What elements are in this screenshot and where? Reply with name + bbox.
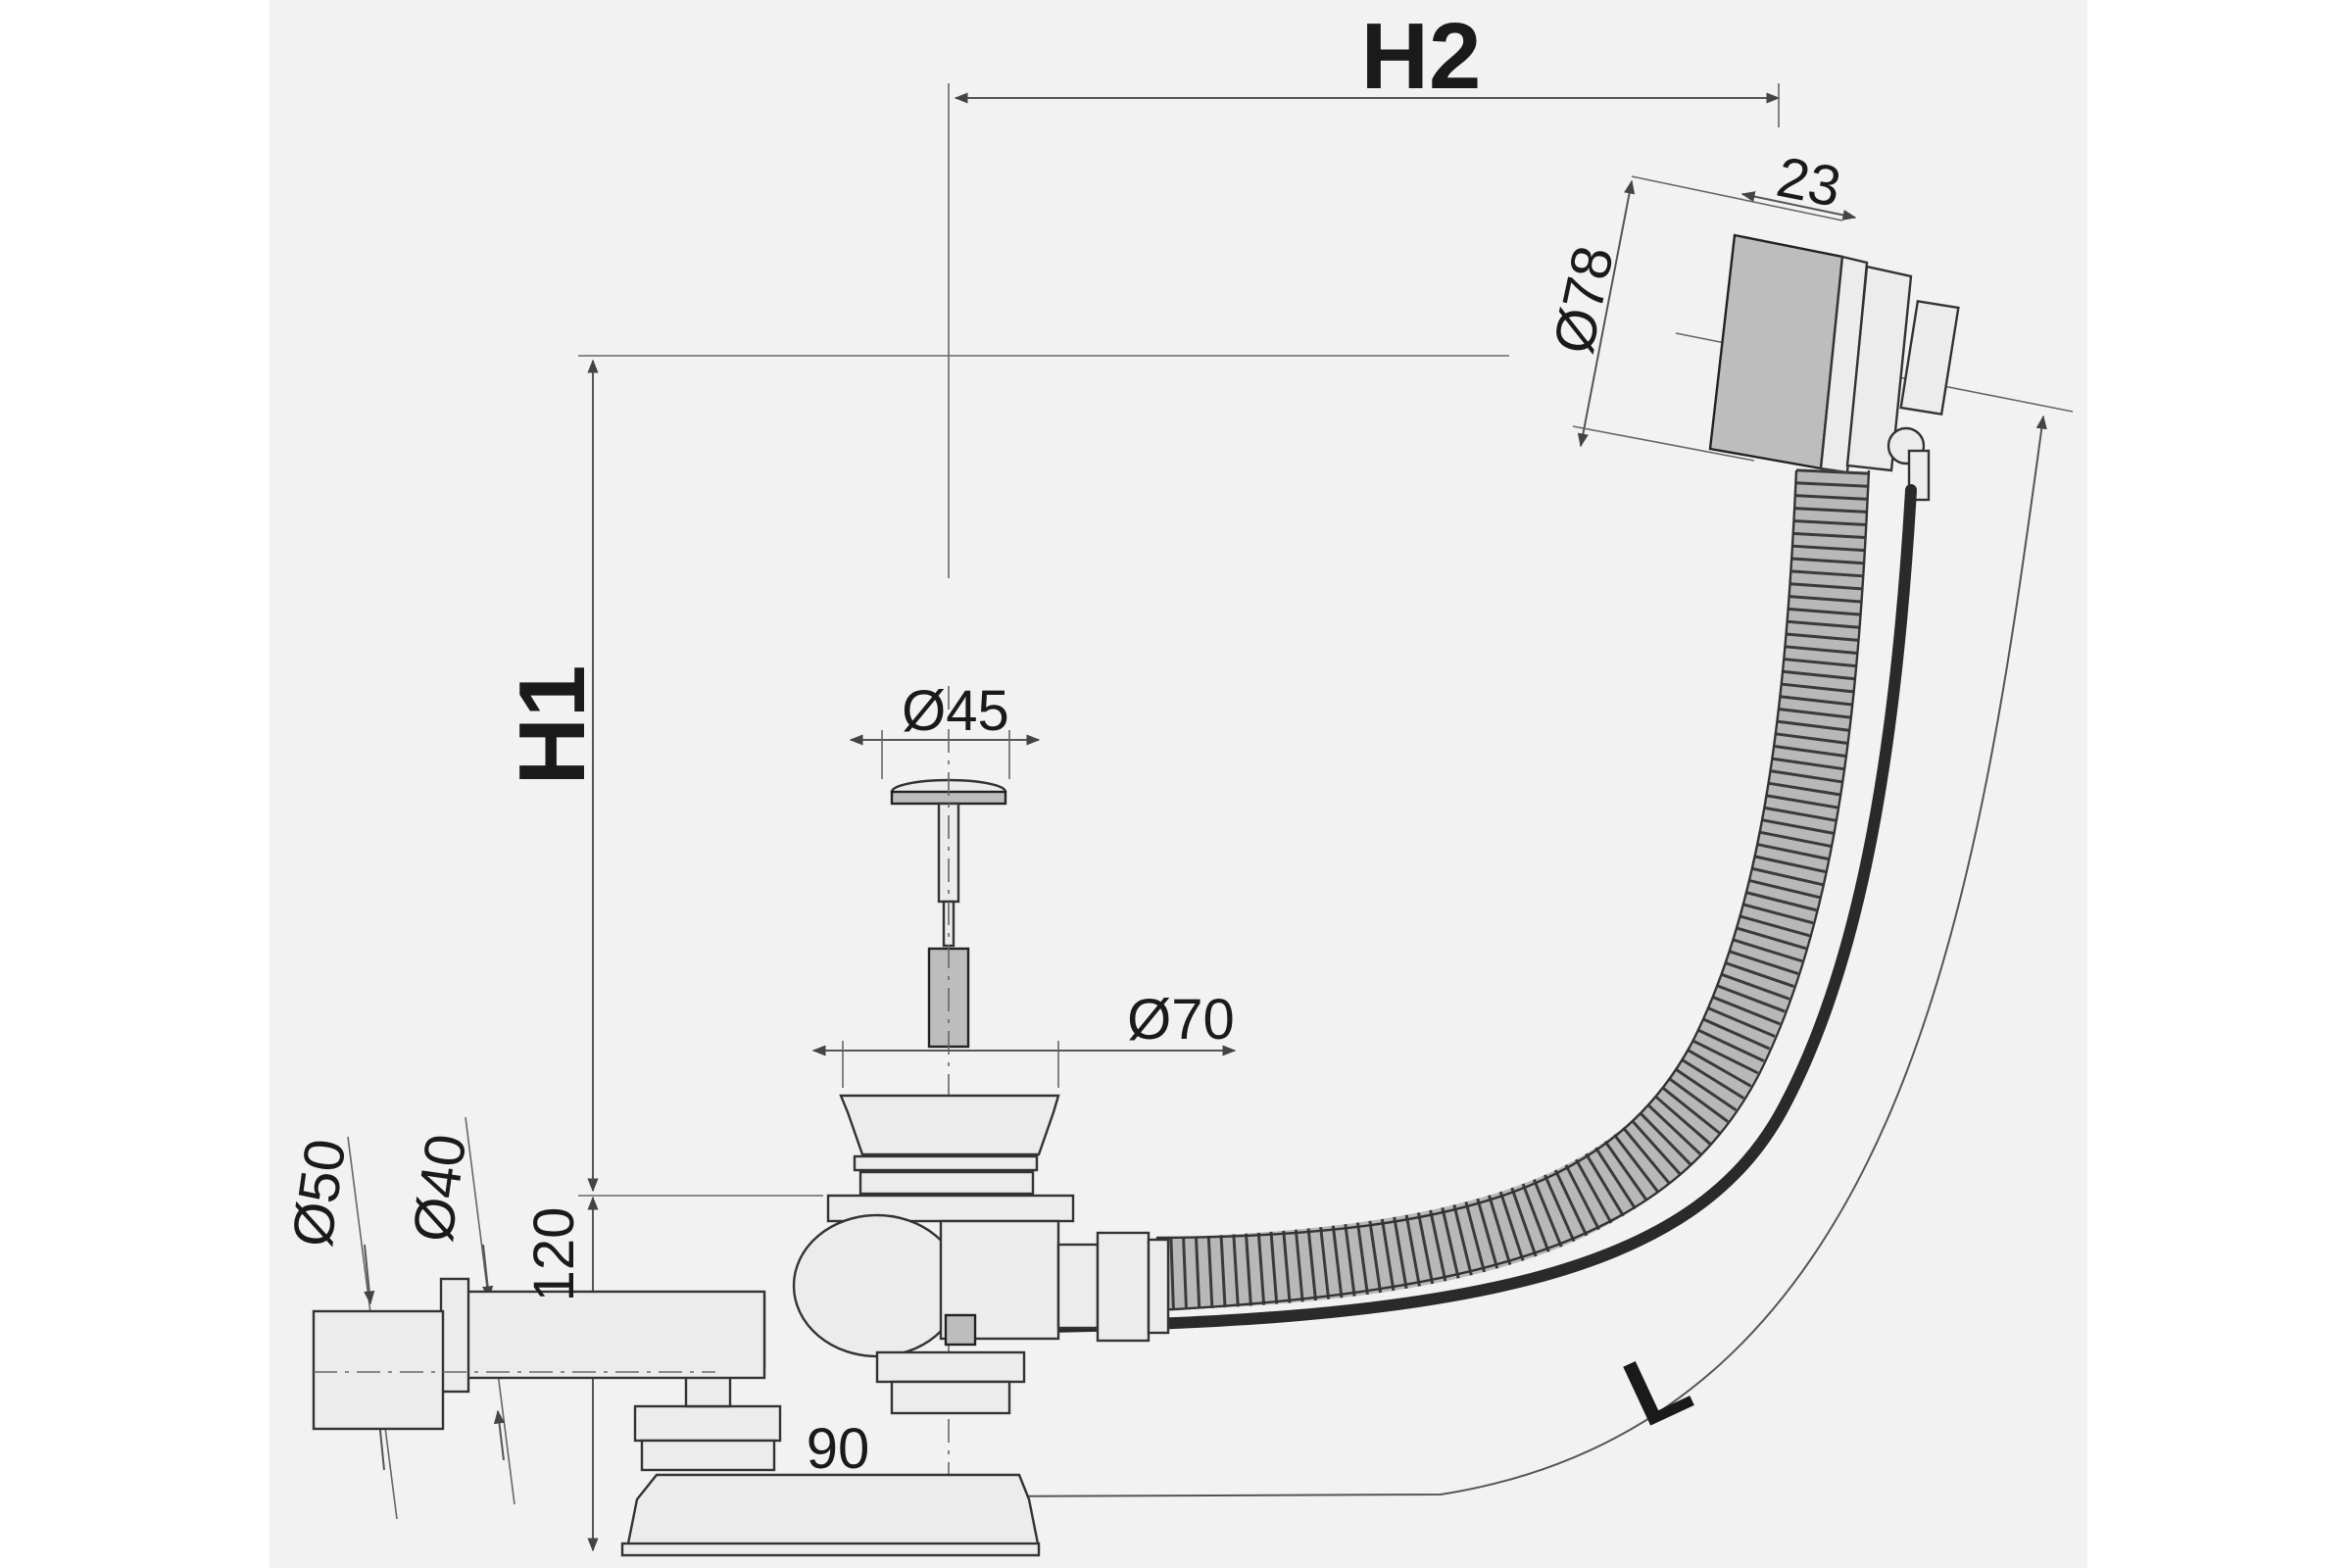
outlet-pipe-collar xyxy=(439,1277,470,1394)
hose-outline-outer xyxy=(1155,469,1871,1312)
trap-upper-neck xyxy=(890,1380,1011,1415)
trap-assembly xyxy=(312,1277,1041,1557)
d50-label: Ø50 xyxy=(280,1135,359,1250)
flexible-hose xyxy=(959,468,1917,1334)
hose-outline-inner xyxy=(1155,469,1798,1240)
d40-label: Ø40 xyxy=(401,1130,479,1246)
waste-ring-1 xyxy=(853,1154,1039,1172)
outlet-pipe xyxy=(459,1290,766,1380)
d23-label: 23 xyxy=(1772,145,1846,220)
d50-arrow-top xyxy=(364,1244,375,1305)
waste-grid-flange xyxy=(839,1094,1060,1156)
trap-outlet-ring xyxy=(640,1439,776,1472)
d23-dimension-line xyxy=(1740,191,1857,220)
d70-label: Ø70 xyxy=(1127,988,1235,1052)
h1-label: H1 xyxy=(500,665,605,786)
waste-body xyxy=(792,1094,1170,1415)
hose-connector-stub xyxy=(1056,1243,1100,1330)
hose-connector-nut xyxy=(1096,1231,1151,1343)
bowden-cable xyxy=(959,484,1917,1334)
trap-bottom-bowl xyxy=(625,1473,1041,1550)
d40-arrow-bottom xyxy=(493,1409,506,1461)
hose-connector-collar xyxy=(1147,1238,1170,1335)
d78-dimension-line xyxy=(1577,179,1636,448)
h2-label: H2 xyxy=(1361,4,1482,109)
overflow-head xyxy=(1708,233,1960,502)
trap-outlet-nut xyxy=(633,1404,782,1443)
d90-label: 90 xyxy=(807,1417,870,1481)
trap-upper-nut xyxy=(875,1350,1026,1384)
trap-base-plate xyxy=(620,1542,1041,1557)
cable-terminal xyxy=(944,1313,977,1347)
overflow-flange xyxy=(1899,300,1960,416)
hose-body xyxy=(1154,468,1869,1310)
d40-arrow-top xyxy=(482,1244,494,1300)
d120-label: 120 xyxy=(522,1207,586,1302)
d45-label: Ø45 xyxy=(902,679,1009,743)
overflow-cover xyxy=(1708,233,1844,470)
waste-trap-bulb xyxy=(792,1213,962,1358)
outlet-adaptor-d50 xyxy=(312,1309,445,1431)
l-dimension-curve xyxy=(979,415,2047,1497)
overflow-body xyxy=(1845,265,1913,472)
waste-ring-2 xyxy=(858,1170,1035,1196)
